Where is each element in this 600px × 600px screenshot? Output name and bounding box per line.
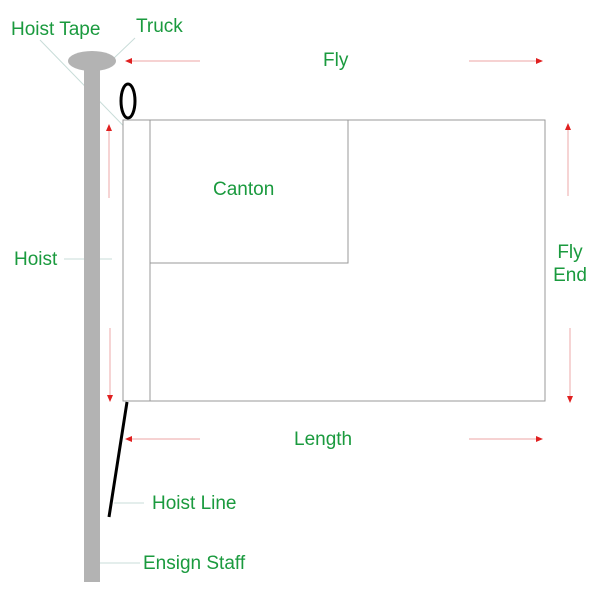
canton-box — [150, 120, 349, 264]
label-hoist-line: Hoist Line — [152, 493, 237, 514]
fly-left-arrow-icon — [125, 58, 132, 64]
label-hoist: Hoist — [14, 249, 58, 270]
hoist-line-rope — [107, 401, 129, 518]
label-hoist-tape: Hoist Tape — [11, 19, 101, 40]
fly-right-arrow-icon — [536, 58, 543, 64]
fly-end-down-arrow-icon — [567, 396, 573, 403]
label-fly: Fly — [323, 50, 349, 71]
flag-body — [122, 119, 546, 402]
ensign-staff-pole — [84, 62, 100, 582]
label-fly-end: Fly End — [548, 241, 592, 287]
truck-cap — [68, 51, 116, 71]
length-left-arrow-icon — [125, 436, 132, 442]
truck-leader — [111, 37, 136, 61]
label-fly-end-line2: End — [553, 265, 587, 286]
halyard-ring — [119, 82, 137, 120]
length-right-arrow-icon — [536, 436, 543, 442]
label-truck: Truck — [136, 16, 183, 37]
label-length: Length — [294, 429, 353, 450]
label-fly-end-line1: Fly — [557, 242, 583, 263]
fly-end-up-arrow-icon — [565, 123, 571, 130]
hoist-up-arrow-icon — [106, 124, 112, 131]
label-canton: Canton — [213, 179, 275, 200]
hoist-down-arrow-icon — [107, 395, 113, 402]
label-ensign-staff: Ensign Staff — [143, 553, 246, 574]
